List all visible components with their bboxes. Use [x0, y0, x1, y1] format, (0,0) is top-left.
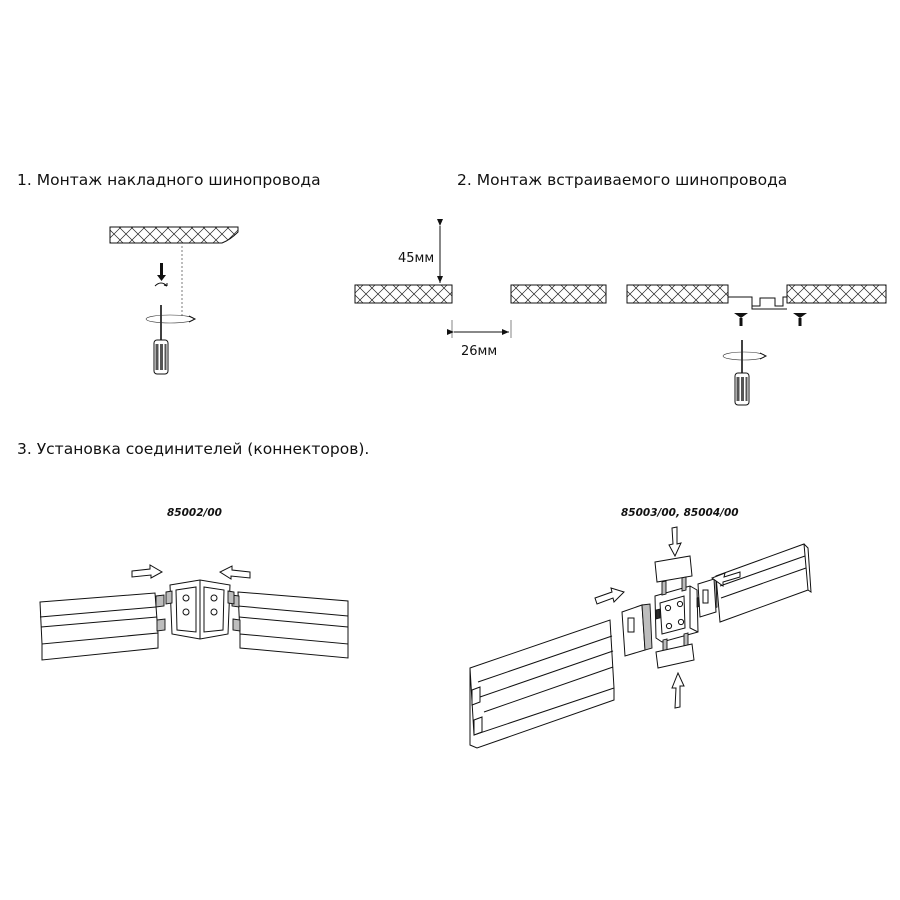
depth-dimension-label: 45мм: [398, 251, 435, 266]
screwdriver-icon: [145, 305, 197, 375]
ceiling-panel-installed-left: [626, 284, 729, 304]
ceiling-panel-installed-right: [786, 284, 887, 304]
cross-connector: [654, 585, 702, 643]
ceiling-panel-right: [510, 284, 607, 304]
step2-heading: 2. Монтаж встраиваемого шинопровода: [457, 171, 788, 189]
arrow-down-icon: [668, 526, 682, 558]
cross-connector-code: 85003/00, 85004/00: [621, 507, 739, 519]
long-track: [469, 619, 615, 749]
surface-mount-drawing: [109, 226, 239, 375]
step3-heading: 3. Установка соединителей (коннекторов).: [17, 440, 370, 458]
width-dimension-label: 26мм: [461, 344, 498, 359]
bottom-coupler: [655, 632, 695, 669]
screw-icon-left: [734, 313, 748, 326]
recessed-track-profile: [728, 296, 787, 310]
right-coupler: [697, 578, 717, 618]
screwdriver-icon-recessed: [722, 340, 768, 406]
ceiling-panel-left: [354, 284, 453, 304]
right-track: [231, 591, 349, 659]
cross-connector-drawing: [469, 526, 812, 749]
corner-connector-drawing: [39, 564, 349, 661]
recessed-mount-drawing: [354, 219, 887, 406]
corner-connector-code: 85002/00: [167, 507, 222, 519]
arrow-right-icon: [131, 564, 164, 579]
corner-connector: [165, 579, 235, 640]
arrow-left-icon: [218, 565, 251, 580]
step1-heading: 1. Монтаж накладного шинопровода: [17, 171, 321, 189]
left-coupler: [621, 603, 653, 657]
left-track: [39, 592, 166, 661]
arrow-left-icon-cross: [710, 571, 741, 587]
screw-icon: [154, 263, 168, 287]
top-coupler: [654, 555, 693, 596]
arrow-right-icon-cross: [594, 587, 625, 605]
screw-icon-right: [793, 313, 807, 326]
ceiling-slab: [109, 226, 239, 244]
arrow-up-icon: [671, 671, 685, 709]
